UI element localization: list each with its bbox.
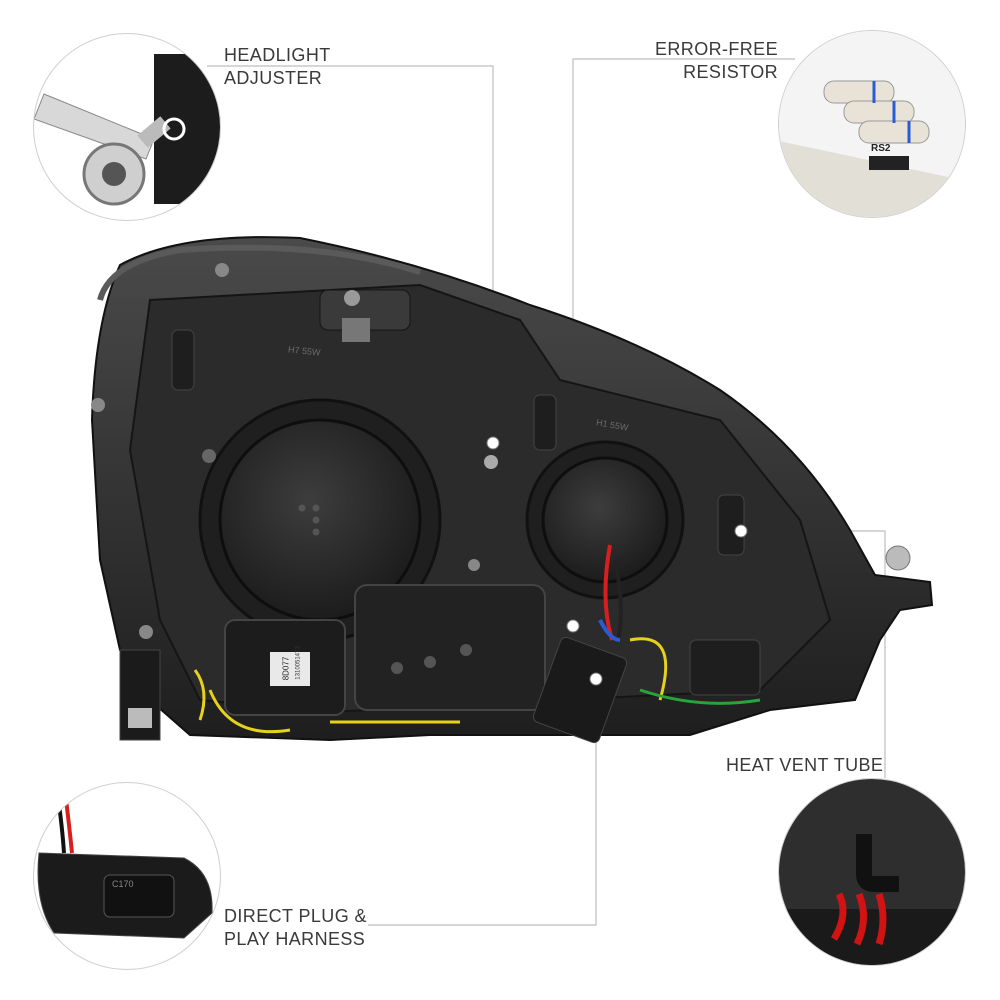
module-code: 8D077 (281, 656, 291, 681)
label-headlight-adjuster: HEADLIGHT ADJUSTER (224, 45, 331, 88)
vent-tube-closeup (778, 778, 966, 966)
right-dust-cap (541, 456, 669, 584)
wrench-icon (34, 54, 220, 206)
label-error-free-resistor: ERROR-FREE RESISTOR (654, 39, 778, 82)
airflow-arrows-icon (830, 892, 887, 946)
resistor-icon (779, 31, 965, 217)
label-heat-vent-tube: HEAT VENT TUBE (726, 755, 884, 775)
module-sticker (270, 652, 310, 686)
resistor-board-label: RS2 (871, 143, 891, 154)
ballast-module-center (354, 584, 546, 711)
label-direct-plug-harness: DIRECT PLUG & PLAY HARNESS (224, 906, 367, 949)
housing-rim (97, 244, 421, 301)
module-serial: 1310051473 (295, 646, 302, 680)
connector-block (532, 636, 628, 744)
marker-adjuster (486, 436, 500, 450)
harness-closeup: C170 (33, 782, 221, 970)
marker-vent (734, 524, 748, 538)
marker-resistor (566, 619, 580, 633)
leader-line-harness (368, 679, 597, 926)
connector-code: C170 (112, 879, 134, 889)
vent-tube-icon (779, 779, 965, 965)
marker-harness (589, 672, 603, 686)
resistor-closeup: RS2 (778, 30, 966, 218)
plug-connector-icon (37, 783, 213, 939)
adjuster-closeup (33, 33, 221, 221)
